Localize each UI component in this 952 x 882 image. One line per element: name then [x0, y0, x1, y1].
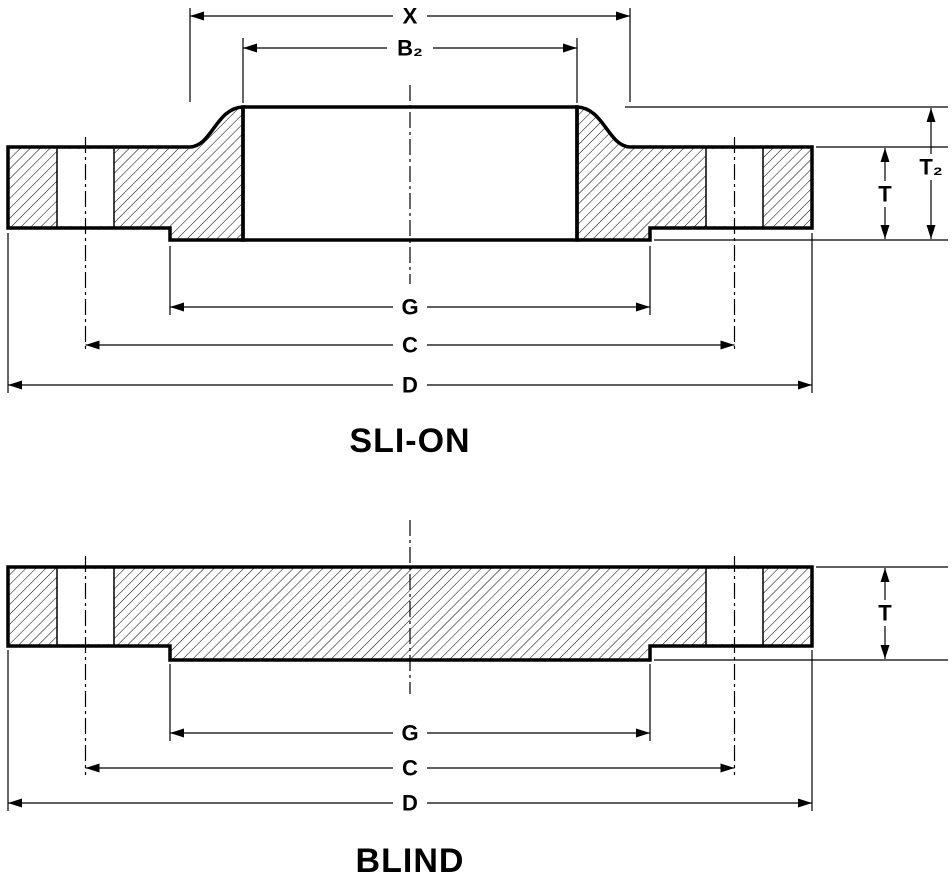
dimension-label-c: C	[402, 756, 418, 781]
dimension-label-t2: T₂	[919, 155, 942, 180]
slip-on-right-bolt-hole	[706, 149, 763, 226]
slip-on-title: SLI-ON	[349, 422, 470, 460]
dimension-g: G	[169, 664, 651, 746]
label-background	[393, 294, 427, 320]
slip-on-left-bolt-hole	[57, 149, 114, 226]
label-background	[910, 154, 952, 180]
label-background	[870, 600, 900, 626]
dimension-x: X	[189, 3, 631, 102]
blind-drawing: T G C D BLIND	[6, 520, 948, 880]
label-background	[870, 181, 900, 207]
label-background	[387, 35, 433, 61]
label-background	[393, 790, 427, 816]
dimension-t: T	[654, 566, 948, 661]
slip-on-right-outline	[575, 105, 814, 242]
dimension-label-c: C	[402, 333, 418, 358]
label-background	[393, 755, 427, 781]
slip-on-drawing: X B₂ G C D	[6, 3, 952, 460]
blind-title: BLIND	[356, 842, 465, 880]
dimension-g: G	[169, 246, 651, 320]
label-background	[393, 720, 427, 746]
blind-outline	[6, 565, 814, 662]
label-background	[393, 3, 427, 29]
label-background	[393, 372, 427, 398]
dimension-t: T	[654, 146, 948, 241]
label-background	[393, 332, 427, 358]
dimension-label-d: D	[402, 791, 418, 816]
dimension-d: D	[7, 650, 813, 816]
dimension-c: C	[85, 755, 735, 781]
dimension-t2: T₂	[625, 106, 952, 239]
dimension-label-x: X	[403, 4, 418, 29]
dimension-b2: B₂	[242, 35, 578, 103]
slip-on-left-section-hatch	[8, 107, 243, 240]
dimension-label-t: T	[878, 601, 892, 626]
dimension-d: D	[7, 233, 813, 398]
dimension-label-d: D	[402, 373, 418, 398]
slip-on-right-section-hatch	[577, 107, 812, 240]
dimension-label-b2: B₂	[397, 36, 423, 61]
dimension-label-g: G	[401, 721, 418, 746]
dimension-label-t: T	[878, 182, 892, 207]
dimension-label-g: G	[401, 295, 418, 320]
slip-on-left-outline	[6, 105, 245, 242]
dimension-c: C	[85, 332, 735, 358]
